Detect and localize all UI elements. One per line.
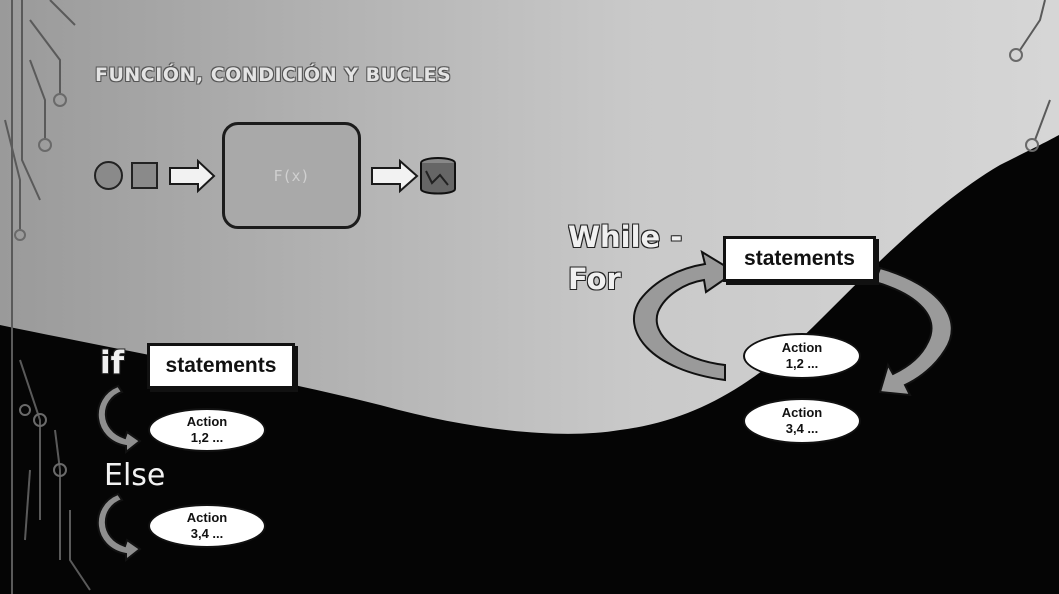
loop-arrows [633,249,953,397]
output-arrow [371,158,419,194]
function-box: F(x) [222,122,361,229]
dark-region [0,135,1059,594]
loop-action-1-steps: 1,2 ... [785,356,819,371]
else-action-steps: 3,4 ... [190,526,224,541]
if-statements-label: statements [165,354,277,377]
loop-action-2: Action 3,4 ... [743,398,861,444]
loop-action-2-steps: 3,4 ... [785,421,819,436]
input-arrow [169,158,216,194]
for-keyword: For [568,262,621,296]
else-action: Action 3,4 ... [148,504,266,548]
loop-statements-box: statements [723,236,876,282]
function-label: F(x) [273,166,310,185]
if-statements-box: statements [147,343,295,389]
else-keyword: Else [104,458,166,493]
if-branch-arrow [96,384,142,455]
slide-title: FUNCIÓN, CONDICIÓN Y BUCLES [95,64,452,86]
database-icon [420,157,456,195]
loop-action-2-title: Action [781,405,823,420]
circuit-decoration [4,0,1051,594]
loop-arrow-left [633,249,737,382]
input-circle [94,161,123,190]
else-action-title: Action [186,510,228,525]
else-branch-arrow [96,492,142,563]
loop-statements-label: statements [744,247,855,270]
circuit-nodes [14,48,1039,477]
if-action-1-steps: 1,2 ... [190,430,224,445]
loop-action-1: Action 1,2 ... [743,333,861,379]
branch-arrows [96,384,142,563]
input-square [131,162,158,189]
loop-action-1-title: Action [781,340,823,355]
if-keyword: if [100,345,125,381]
if-action-1: Action 1,2 ... [148,408,266,452]
while-keyword: While - [568,220,683,254]
flow-arrows [169,158,419,194]
if-action-1-title: Action [186,414,228,429]
loop-arrow-right [873,266,953,397]
